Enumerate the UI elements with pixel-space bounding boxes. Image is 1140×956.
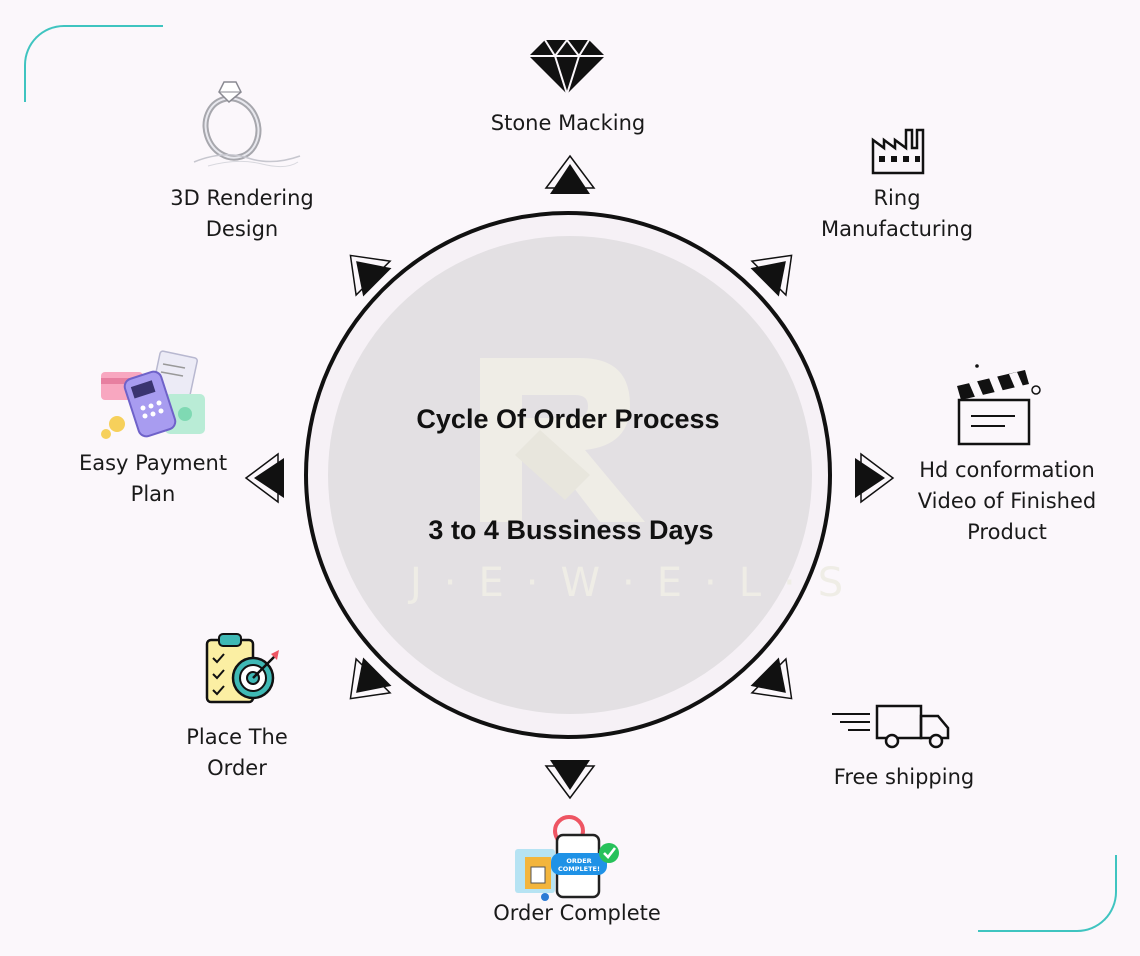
diagram-subtitle: 3 to 4 Bussiness Days	[428, 515, 714, 545]
ring-icon	[193, 81, 301, 168]
factory-icon	[871, 128, 925, 175]
corner-decoration-top-left	[24, 25, 163, 102]
arrow-south-west	[349, 657, 392, 700]
arrow-north-east	[750, 254, 793, 297]
diamond-icon	[529, 38, 605, 96]
step-label-3d-rendering-design: 3D Rendering Design	[170, 186, 314, 241]
arrow-north-west	[349, 254, 392, 297]
step-label-ring-manufacturing: Ring Manufacturing	[820, 186, 974, 241]
svg-text:COMPLETE!: COMPLETE!	[558, 865, 600, 873]
payment-terminal-icon	[101, 350, 205, 439]
order-complete-icon: ORDER COMPLETE!	[515, 814, 619, 901]
step-label-order-complete: Order Complete	[493, 901, 661, 925]
step-label-easy-payment-plan: Easy Payment Plan	[78, 451, 228, 506]
step-label-place-the-order: Place The Order	[186, 725, 288, 780]
step-label-free-shipping: Free shipping	[833, 765, 975, 789]
arrow-north	[544, 154, 596, 194]
arrow-south	[544, 760, 596, 800]
delivery-truck-icon	[832, 704, 950, 749]
arrow-west	[244, 452, 284, 504]
brand-wordmark: J·E·W·E·L·S	[410, 560, 866, 606]
step-label-stone-macking: Stone Macking	[490, 111, 646, 135]
step-label-hd-confirmation-video: Hd conformation Video of Finished Produc…	[917, 458, 1097, 544]
svg-text:ORDER: ORDER	[566, 857, 591, 865]
arrow-east	[855, 452, 895, 504]
rr-logo-icon	[480, 358, 645, 522]
clipboard-target-icon	[205, 633, 279, 704]
arrow-south-east	[750, 657, 793, 700]
clapperboard-icon	[957, 364, 1041, 446]
diagram-title: Cycle Of Order Process	[416, 404, 720, 434]
corner-decoration-bottom-right	[978, 855, 1117, 932]
